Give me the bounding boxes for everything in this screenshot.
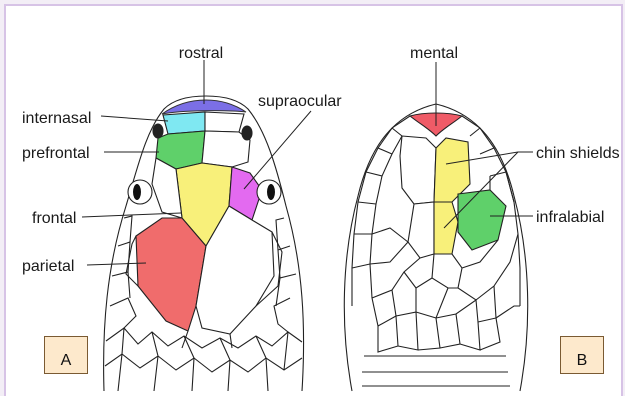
internasal-scale (163, 112, 205, 134)
eye-left (128, 180, 152, 204)
dorsal-head-view (104, 96, 304, 391)
figure-frame: rostral internasal prefrontal frontal pa… (4, 4, 623, 396)
label-parietal: parietal (22, 258, 74, 275)
parietal-scale (136, 218, 206, 331)
label-chin-shields: chin shields (536, 145, 620, 162)
panel-label-b: B (560, 336, 604, 374)
label-supraocular: supraocular (258, 93, 342, 110)
ventral-head-view (344, 104, 527, 391)
label-frontal: frontal (32, 210, 76, 227)
snake-head-diagram: rostral internasal prefrontal frontal pa… (6, 6, 623, 396)
label-prefrontal: prefrontal (22, 145, 90, 162)
infralabial-scale (458, 190, 506, 250)
nostril-left (153, 124, 163, 138)
nostril-right (242, 126, 252, 140)
chin-shield-scale (434, 138, 470, 202)
label-internasal: internasal (22, 110, 91, 127)
label-infralabial: infralabial (536, 209, 604, 226)
panel-label-a: A (44, 336, 88, 374)
label-mental: mental (410, 45, 458, 62)
label-rostral: rostral (179, 45, 223, 62)
eye-right (257, 180, 281, 204)
